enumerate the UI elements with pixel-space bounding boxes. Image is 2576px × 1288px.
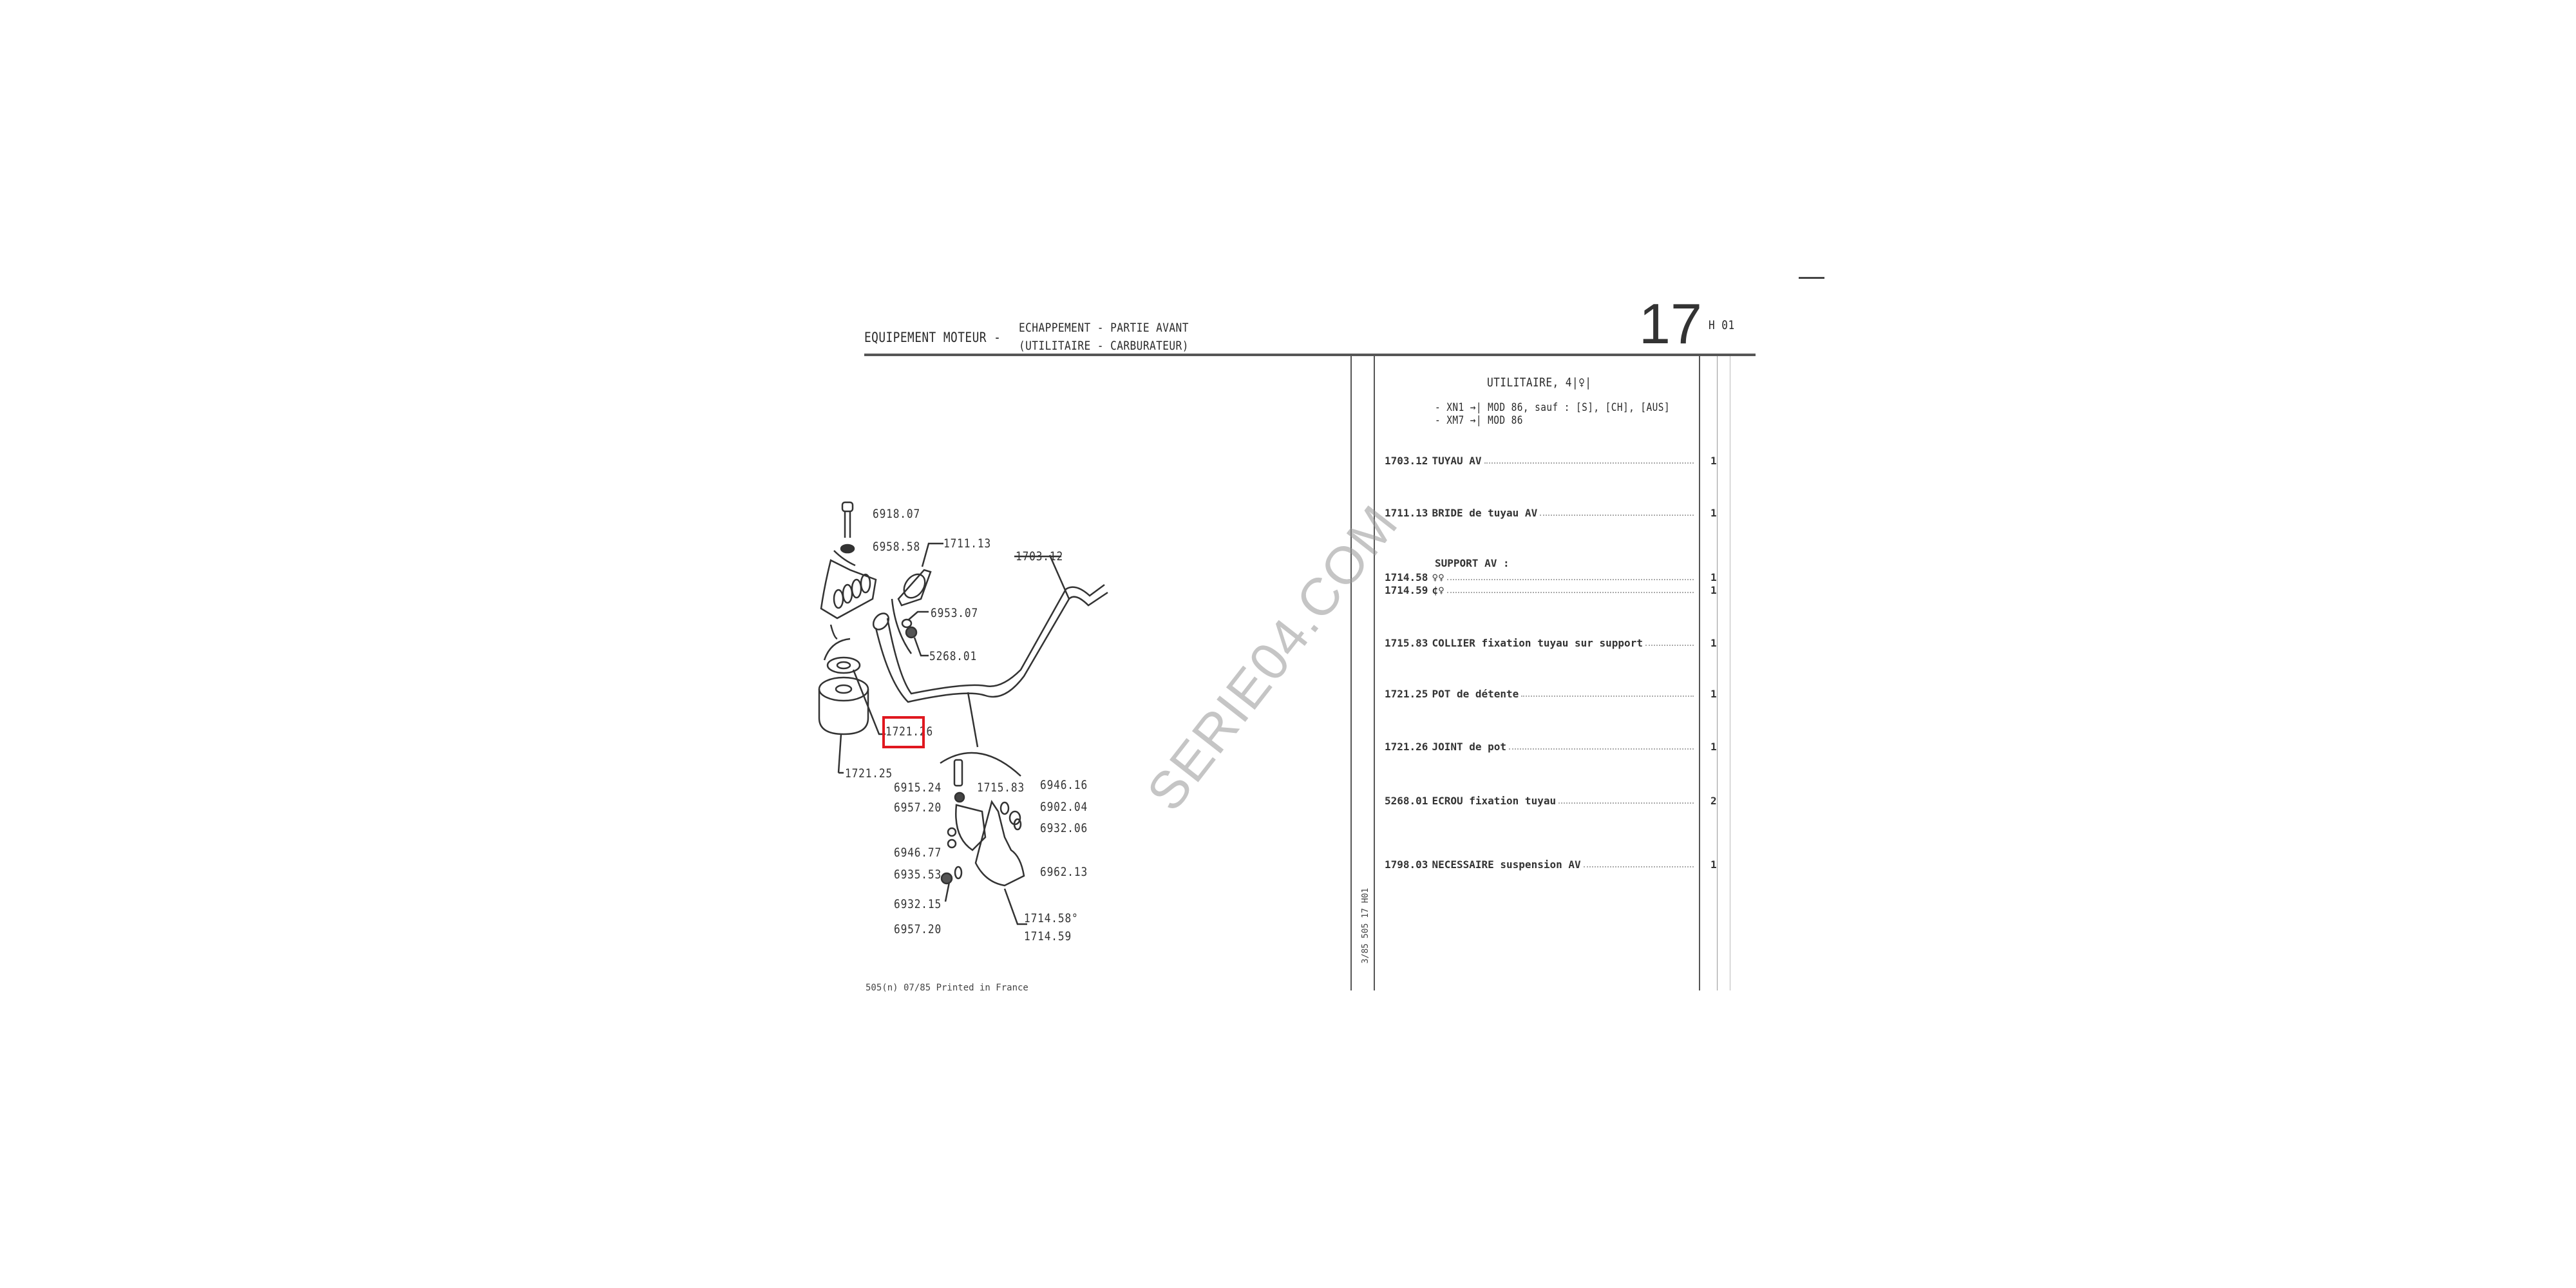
dot-leader	[1540, 507, 1694, 516]
callout-label-highlighted: 1721.26	[886, 724, 934, 739]
part-desc: NECESSAIRE suspension AV	[1432, 858, 1581, 871]
callout-label: 6958.58	[873, 540, 921, 554]
part-desc: POT de détente	[1432, 688, 1519, 700]
part-code: 1798.03	[1385, 858, 1428, 871]
part-code: 5268.01	[1385, 795, 1428, 807]
part-group-heading: SUPPORT AV :	[1435, 557, 1628, 569]
callout-label: 6932.06	[1040, 821, 1088, 835]
callout-label: 6953.07	[931, 606, 979, 620]
callout-label: 6957.20	[894, 800, 942, 815]
part-code: 1721.25	[1385, 688, 1428, 700]
part-qty: 2	[1710, 795, 1717, 807]
exhaust-diagram	[818, 501, 1108, 925]
callout-label: 6918.07	[873, 507, 921, 521]
applicability-line1: - XN1 →| MOD 86, sauf : [S], [CH], [AUS]	[1435, 401, 1670, 414]
part-qty: 1	[1710, 584, 1717, 596]
part-desc: SUPPORT AV :	[1435, 557, 1510, 569]
dot-leader	[1558, 795, 1694, 804]
bracket-drawing	[940, 759, 1027, 925]
flange-drawing	[891, 542, 943, 657]
dot-leader	[1446, 584, 1694, 593]
group-number: 17	[1639, 292, 1702, 355]
callout-label: 1715.83	[977, 781, 1025, 795]
document-code: 3/85 505 17 H01	[1361, 887, 1371, 964]
callout-label: 6935.53	[894, 867, 942, 882]
section-title: EQUIPEMENT MOTEUR -	[864, 330, 1001, 345]
callout-label: 6915.24	[894, 781, 942, 795]
part-row: 1721.26 JOINT de pot	[1385, 741, 1694, 753]
subtitle-line1: ECHAPPEMENT - PARTIE AVANT	[1019, 321, 1189, 335]
dot-leader	[1645, 637, 1694, 646]
part-code: 1715.83	[1385, 637, 1428, 649]
part-qty: 1	[1710, 858, 1717, 871]
part-qty: 1	[1710, 688, 1717, 700]
part-row: 1721.25 POT de détente	[1385, 688, 1694, 700]
dot-leader	[1509, 741, 1694, 750]
callout-label: 6946.16	[1040, 778, 1088, 792]
part-row: 1798.03 NECESSAIRE suspension AV	[1385, 858, 1694, 871]
part-desc: JOINT de pot	[1432, 741, 1507, 753]
part-desc: COLLIER fixation tuyau sur support	[1432, 637, 1643, 649]
part-desc: ♀♀	[1432, 571, 1444, 583]
dot-leader	[1446, 571, 1694, 580]
part-row: 1714.59 ¢♀	[1385, 584, 1694, 596]
column-divider	[1717, 356, 1718, 990]
part-desc: ¢♀	[1432, 584, 1444, 596]
dot-leader	[1484, 455, 1694, 464]
callout-label: 6902.04	[1040, 800, 1088, 814]
pipe-drawing	[872, 554, 1108, 777]
subtitle-line2: (UTILITAIRE - CARBURATEUR)	[1019, 339, 1189, 353]
applicability-title: UTILITAIRE, 4|♀|	[1487, 375, 1592, 390]
part-qty: 1	[1710, 455, 1717, 467]
part-qty: 1	[1710, 637, 1717, 649]
part-row: 5268.01 ECROU fixation tuyau	[1385, 795, 1694, 807]
part-desc: BRIDE de tuyau AV	[1432, 507, 1538, 519]
dot-leader	[1521, 688, 1694, 697]
callout-label: 6932.15	[894, 897, 942, 911]
callout-label: 6962.13	[1040, 865, 1088, 879]
callout-label: 1714.58°	[1024, 911, 1079, 925]
callout-label: 6946.77	[894, 846, 942, 860]
callout-label: 6957.20	[894, 922, 942, 936]
part-row: 1711.13 BRIDE de tuyau AV	[1385, 507, 1694, 519]
highlight-box	[882, 716, 925, 748]
callout-label: 5268.01	[929, 649, 978, 663]
header-rule	[864, 354, 1756, 356]
part-desc: TUYAU AV	[1432, 455, 1482, 467]
part-qty: 1	[1710, 507, 1717, 519]
part-code: 1711.13	[1385, 507, 1428, 519]
part-qty: 1	[1710, 741, 1717, 753]
canister-drawing	[818, 638, 886, 774]
part-row: 1703.12 TUYAU AV	[1385, 455, 1694, 467]
applicability-line2: - XM7 →| MOD 86	[1435, 414, 1523, 427]
part-code: 1714.59	[1385, 584, 1428, 596]
callout-label: 1721.25	[845, 766, 893, 781]
part-row: 1714.58 ♀♀	[1385, 571, 1694, 583]
page-code: H 01	[1709, 318, 1735, 332]
edge-mark	[1799, 277, 1824, 279]
column-divider	[1699, 356, 1700, 990]
callout-label: 1714.59	[1024, 929, 1072, 943]
column-divider	[1350, 356, 1352, 990]
part-code: 1721.26	[1385, 741, 1428, 753]
part-code: 1703.12	[1385, 455, 1428, 467]
bolt-drawing	[840, 501, 855, 554]
dot-leader	[1583, 858, 1694, 867]
column-divider	[1374, 356, 1375, 990]
part-code: 1714.58	[1385, 571, 1428, 583]
part-row: 1715.83 COLLIER fixation tuyau sur suppor…	[1385, 637, 1694, 649]
part-qty: 1	[1710, 571, 1717, 583]
manifold-drawing	[820, 550, 877, 640]
part-desc: ECROU fixation tuyau	[1432, 795, 1557, 807]
footer-print-note: 505(n) 07/85 Printed in France	[866, 983, 1028, 993]
callout-label: 1711.13	[943, 536, 992, 551]
callout-label: 1703.12	[1016, 549, 1064, 564]
